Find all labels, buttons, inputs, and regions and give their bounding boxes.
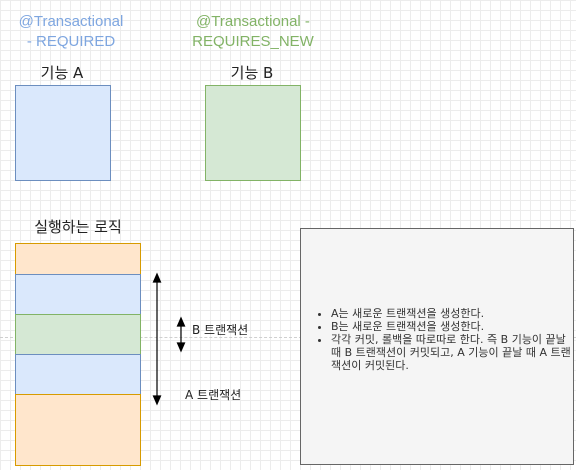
feature-a-box[interactable] xyxy=(15,85,111,181)
logic-segment-orange-bottom[interactable] xyxy=(15,394,141,466)
feature-b-label: 기능 B xyxy=(230,64,274,82)
guide-line xyxy=(0,337,576,338)
note-item-3: 각각 커밋, 롤백을 따로따로 한다. 즉 B 기능이 끝날 때 B 트랜잭션이… xyxy=(331,333,571,372)
feature-b-box[interactable] xyxy=(205,85,301,181)
note-item-1: A는 새로운 트랜잭션을 생성한다. xyxy=(331,307,571,320)
note-box[interactable]: A는 새로운 트랜잭션을 생성한다. B는 새로운 트랜잭션을 생성한다. 각각… xyxy=(300,228,574,465)
a-transaction-label: A 트랜잭션 xyxy=(185,388,242,402)
logic-segment-green[interactable] xyxy=(15,314,141,355)
logic-label: 실행하는 로직 xyxy=(34,218,122,236)
b-transaction-arrow xyxy=(176,316,186,353)
requires-new-title: @Transactional - REQUIRES_NEW xyxy=(192,13,314,50)
logic-segment-blue-bottom[interactable] xyxy=(15,354,141,395)
note-list: A는 새로운 트랜잭션을 생성한다. B는 새로운 트랜잭션을 생성한다. 각각… xyxy=(317,307,571,372)
a-transaction-arrow xyxy=(152,272,162,406)
required-title: @Transactional - REQUIRED xyxy=(18,13,124,50)
b-transaction-label: B 트랜잭션 xyxy=(192,323,249,337)
note-item-2: B는 새로운 트랜잭션을 생성한다. xyxy=(331,320,571,333)
feature-a-label: 기능 A xyxy=(40,64,84,82)
